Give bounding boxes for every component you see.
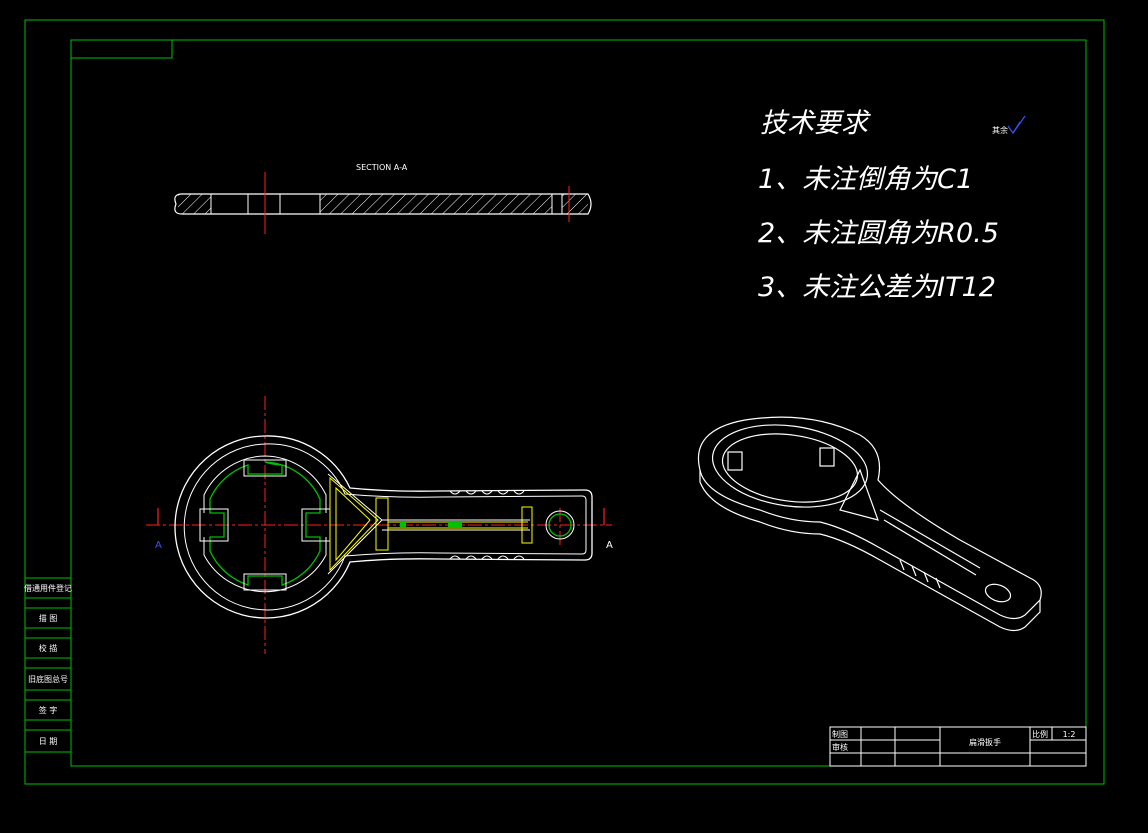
roughness-note: 其余 — [992, 125, 1008, 135]
iso-jaw-opening — [721, 433, 859, 503]
hanging-hole — [548, 513, 572, 537]
side-table-cell-1: 借通用件登记 — [24, 583, 72, 593]
outer-border — [24, 19, 1105, 785]
side-table-cell-3: 校 描 — [39, 643, 58, 653]
section-hatch-right — [562, 194, 588, 214]
side-table-cell-2: 描 图 — [39, 613, 58, 623]
isometric-view — [698, 416, 1042, 632]
iso-grip-notches — [899, 559, 941, 589]
sheet-frame — [24, 19, 1105, 785]
side-table — [25, 577, 71, 753]
wrench-inner-outline — [183, 443, 587, 611]
section-markers — [157, 508, 605, 525]
title-block-part-name: 扁滑扳手 — [969, 737, 1001, 747]
title-block-drawn: 制图 — [832, 729, 848, 739]
tech-requirement-1: 1、未注倒角为C1 — [758, 164, 973, 195]
tech-heading: 技术要求 — [760, 108, 871, 139]
web-accents — [400, 522, 462, 528]
iso-thickness — [699, 470, 1041, 632]
title-block-scale-value: 1:2 — [1063, 730, 1076, 739]
side-table-cell-6: 日 期 — [39, 737, 58, 746]
web-outline — [327, 473, 530, 575]
iso-outline — [698, 416, 1042, 620]
section-marker-left: A — [155, 540, 162, 551]
tech-requirement-3: 3、未注公差为IT12 — [758, 272, 996, 303]
section-outline — [174, 193, 592, 215]
corner-code-box — [70, 39, 173, 59]
section-marker-right: A — [606, 540, 613, 551]
title-block-checked: 审核 — [832, 742, 848, 752]
side-table-cell-4: 旧底图总号 — [28, 674, 68, 684]
wrench-outline — [174, 435, 593, 619]
title-block — [829, 726, 1087, 767]
iso-web — [839, 468, 879, 521]
title-block-scale-label: 比例 — [1032, 729, 1048, 739]
side-table-cell-5: 签 字 — [39, 705, 58, 715]
section-view — [174, 172, 592, 234]
hanging-hole-chamfer — [545, 510, 575, 540]
front-view: A A — [146, 396, 613, 654]
iso-lug-left — [727, 451, 743, 471]
jaw-offset-line — [203, 455, 327, 593]
iso-hanging-hole — [984, 583, 1012, 603]
iso-handle-rib — [879, 509, 981, 576]
iso-lug-right — [819, 447, 835, 467]
section-title: SECTION A-A — [356, 163, 408, 172]
roughness-symbol — [1007, 115, 1026, 135]
section-hatch-left — [178, 194, 211, 214]
grip-notches — [449, 490, 525, 560]
inner-border — [70, 39, 1087, 767]
wrench-jaw-opening — [209, 461, 321, 586]
iso-jaw-rim — [711, 424, 869, 508]
section-hatch-main — [319, 193, 553, 215]
tech-requirement-2: 2、未注圆角为R0.5 — [758, 218, 999, 249]
